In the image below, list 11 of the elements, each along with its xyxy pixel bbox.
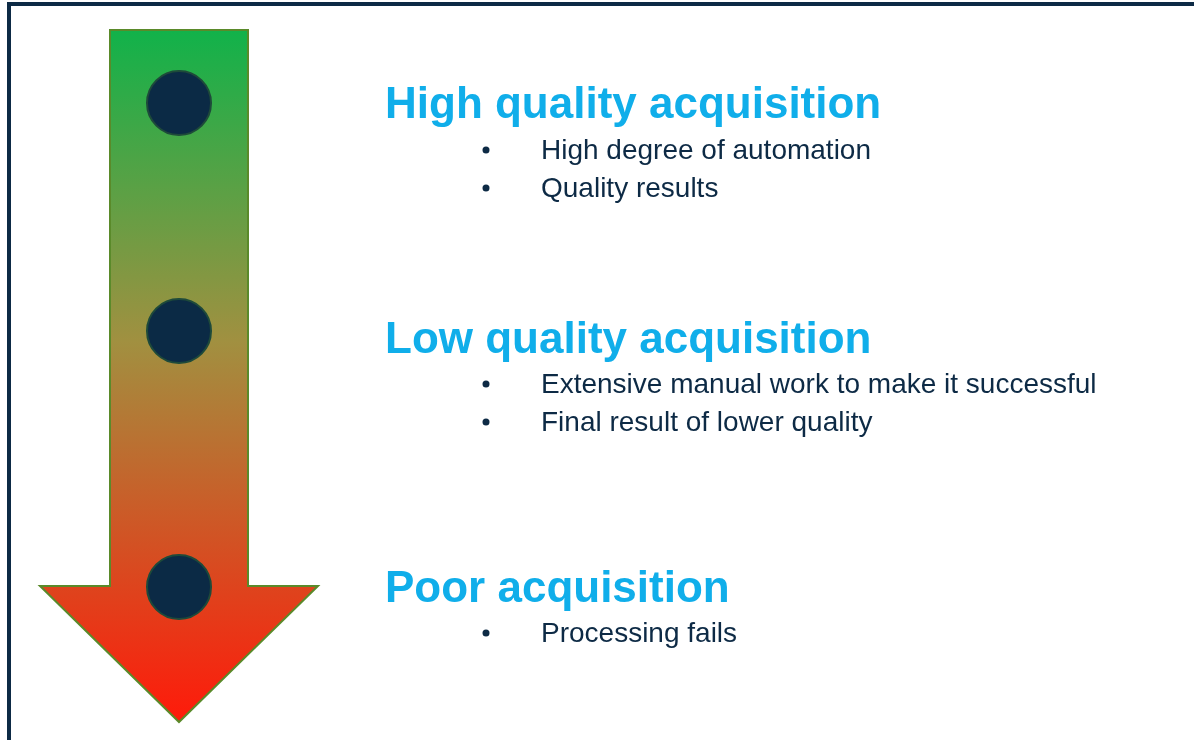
dot-marker: [146, 298, 212, 364]
bullet-text: Final result of lower quality: [541, 405, 873, 439]
dot-marker: [146, 70, 212, 136]
bullet-text: Extensive manual work to make it successful: [541, 367, 1097, 401]
heading-text: Low quality acquisition: [385, 313, 872, 363]
heading-text: Poor acquisition: [385, 562, 730, 612]
heading-text: High quality acquisition: [385, 78, 882, 128]
bullet-text: Processing fails: [541, 616, 738, 650]
bullet-text: Quality results: [541, 171, 719, 205]
bullet-text: High degree of automation: [541, 133, 871, 167]
dot-marker: [146, 554, 212, 620]
